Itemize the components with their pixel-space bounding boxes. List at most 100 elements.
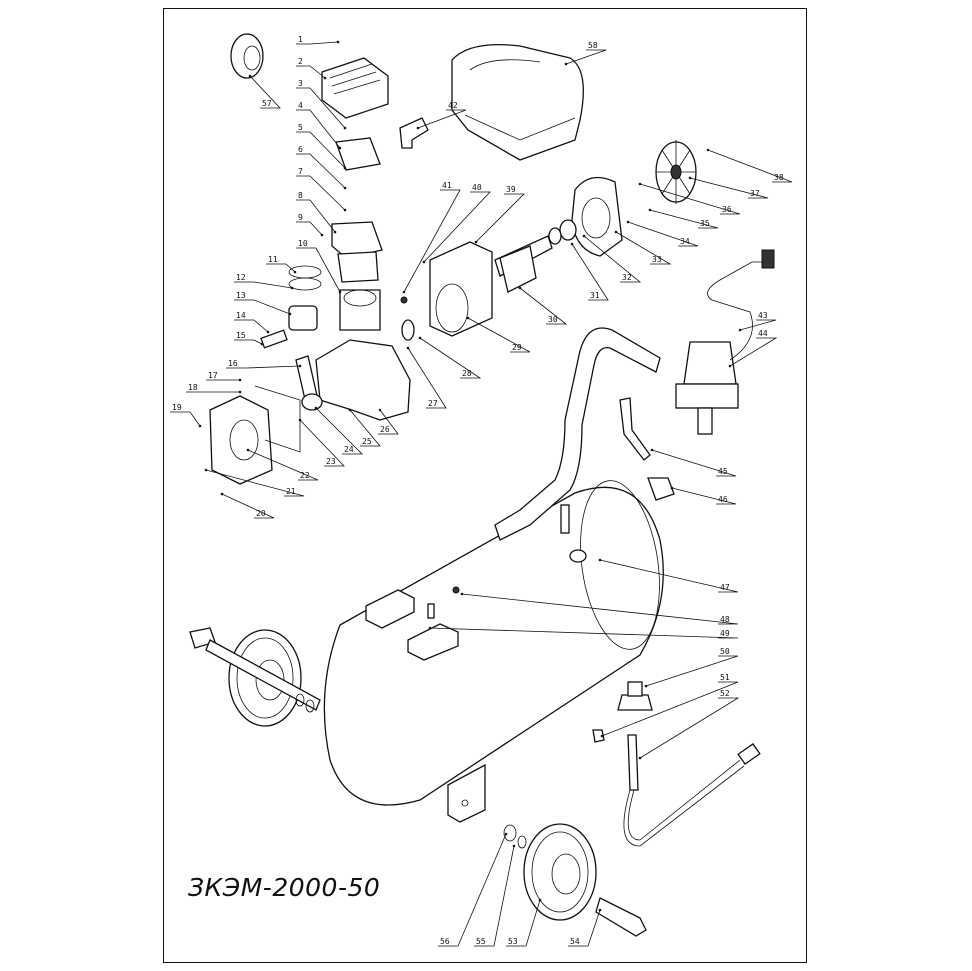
- elbow-fitting: [399, 117, 429, 149]
- callout-arrowhead-48: [460, 592, 464, 596]
- callout-leader-16: [226, 365, 301, 369]
- callout-leader-55: [474, 845, 515, 947]
- callout-label-51: 51: [720, 673, 730, 682]
- rotor-assembly: [494, 219, 577, 293]
- callout-arrowhead-42: [416, 126, 420, 130]
- callout-leader-50: [645, 655, 739, 687]
- callout-arrowhead-45: [650, 448, 654, 452]
- air-filter: [230, 33, 264, 79]
- callout-label-37: 37: [750, 189, 760, 198]
- callout-label-47: 47: [720, 583, 730, 592]
- callout-arrowhead-39: [474, 240, 478, 244]
- callout-label-10: 10: [298, 239, 308, 248]
- callout-label-28: 28: [462, 369, 472, 378]
- callout-label-12: 12: [236, 273, 246, 282]
- callout-label-7: 7: [298, 167, 303, 176]
- callout-leader-2: [296, 65, 326, 79]
- callout-arrowhead-34: [626, 220, 630, 224]
- callout-arrowhead-49: [428, 626, 432, 630]
- callout-label-49: 49: [720, 629, 730, 638]
- callout-arrowhead-36: [638, 182, 642, 186]
- callout-label-32: 32: [622, 273, 632, 282]
- callout-leader-19: [170, 411, 201, 427]
- callout-arrowhead-35: [648, 208, 652, 212]
- callout-leader-44: [729, 337, 778, 367]
- callout-label-48: 48: [720, 615, 730, 624]
- callout-label-38: 38: [774, 173, 784, 182]
- tank-brackets: [365, 586, 460, 661]
- callout-label-46: 46: [718, 495, 728, 504]
- callout-label-29: 29: [512, 343, 522, 352]
- callout-label-56: 56: [440, 937, 450, 946]
- callout-leader-35: [649, 209, 719, 229]
- callout-label-4: 4: [298, 101, 303, 110]
- callout-label-33: 33: [652, 255, 662, 264]
- motor-cover: [451, 43, 584, 161]
- callout-arrowhead-25: [348, 408, 352, 412]
- callout-label-8: 8: [298, 191, 303, 200]
- callout-arrowhead-9: [320, 233, 324, 237]
- callout-label-26: 26: [380, 425, 390, 434]
- cylinder-head: [321, 57, 389, 283]
- callout-leader-10: [296, 247, 341, 293]
- callout-labels: 1234567891011121314151617181920212223242…: [172, 35, 784, 946]
- discharge-pipe: [619, 397, 675, 501]
- pressure-switch: [675, 249, 775, 435]
- callout-label-50: 50: [720, 647, 730, 656]
- callout-leader-48: [461, 593, 739, 625]
- callout-label-18: 18: [188, 383, 198, 392]
- callout-leader-45: [651, 449, 737, 477]
- callout-arrowhead-21: [204, 468, 208, 472]
- callout-leader-5: [296, 131, 346, 169]
- callout-label-1: 1: [298, 35, 303, 44]
- stator: [400, 241, 493, 337]
- callout-arrowhead-24: [314, 406, 318, 410]
- callout-label-3: 3: [298, 79, 303, 88]
- callout-label-35: 35: [700, 219, 710, 228]
- callout-arrowhead-54: [598, 908, 602, 912]
- callout-label-42: 42: [448, 101, 458, 110]
- callout-leader-34: [627, 221, 699, 247]
- callout-leader-11: [266, 263, 296, 273]
- callout-leader-56: [438, 833, 507, 947]
- callout-leader-46: [671, 487, 737, 505]
- callout-leader-43: [739, 319, 777, 331]
- callout-label-31: 31: [590, 291, 600, 300]
- callout-arrowhead-15: [260, 342, 264, 346]
- callout-label-9: 9: [298, 213, 303, 222]
- callout-label-55: 55: [476, 937, 486, 946]
- callout-label-23: 23: [326, 457, 336, 466]
- callout-leader-9: [296, 221, 323, 236]
- callout-label-45: 45: [718, 467, 728, 476]
- callout-arrowhead-2: [323, 76, 327, 80]
- callout-arrowhead-3: [343, 126, 347, 130]
- callout-arrowhead-18: [238, 390, 242, 394]
- callout-leader-29: [467, 317, 531, 353]
- callout-leader-39: [475, 193, 525, 243]
- callout-arrowhead-20: [220, 492, 224, 496]
- callout-leader-lines: [170, 40, 793, 947]
- callout-arrowhead-27: [406, 346, 410, 350]
- callout-arrowhead-37: [688, 176, 692, 180]
- callout-leader-26: [378, 409, 399, 435]
- callout-arrowhead-57: [248, 74, 252, 78]
- callout-leader-20: [221, 493, 275, 519]
- callout-leader-3: [296, 87, 346, 129]
- callout-arrowhead-44: [728, 364, 732, 368]
- callout-leader-31: [571, 243, 609, 301]
- model-title: ЗКЭМ-2000-50: [188, 873, 381, 902]
- callout-leader-21: [205, 469, 305, 497]
- callout-leader-6: [296, 153, 346, 189]
- callout-arrowhead-23: [298, 418, 302, 422]
- air-tank: [323, 480, 664, 823]
- callout-label-43: 43: [758, 311, 768, 320]
- callout-arrowhead-7: [343, 208, 347, 212]
- callout-label-13: 13: [236, 291, 246, 300]
- callout-leader-24: [315, 407, 363, 455]
- callout-leader-52: [639, 697, 740, 759]
- callout-arrowhead-46: [670, 486, 674, 490]
- callout-label-40: 40: [472, 183, 482, 192]
- callout-label-25: 25: [362, 437, 372, 446]
- callout-arrowhead-17: [238, 378, 242, 382]
- callout-leader-12: [234, 281, 293, 289]
